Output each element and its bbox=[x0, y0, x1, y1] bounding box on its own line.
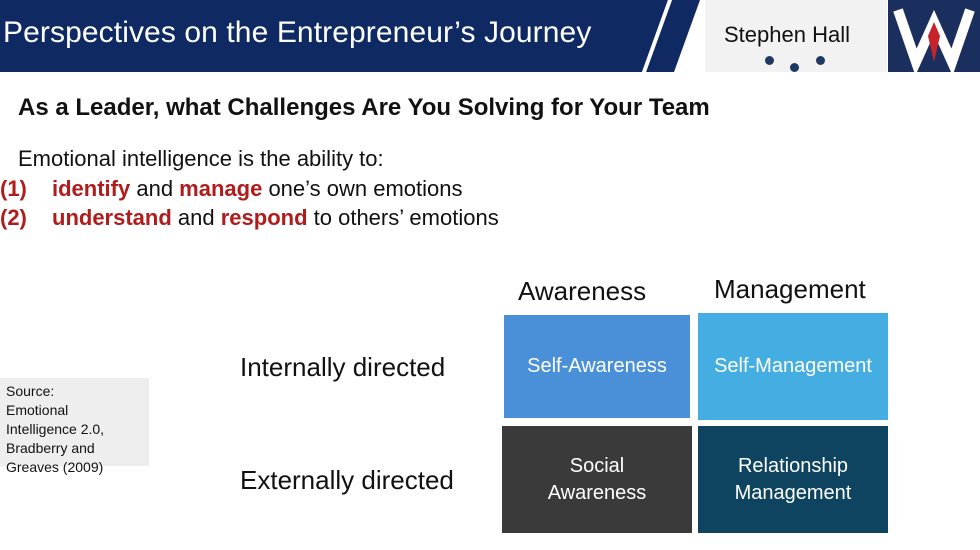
list-number: (1) bbox=[0, 176, 27, 201]
source-line: Bradberry and bbox=[6, 440, 95, 456]
logo-w-mark bbox=[893, 8, 975, 76]
list-item: (1) identify and manage one’s own emotion… bbox=[0, 176, 463, 202]
decor-dot bbox=[790, 63, 799, 72]
source-note: Source: Emotional Intelligence 2.0, Brad… bbox=[0, 378, 149, 475]
logo bbox=[888, 0, 980, 76]
cell-label-line2: Awareness bbox=[547, 481, 647, 504]
decor-dot bbox=[765, 56, 774, 65]
cell-label-line1: Relationship bbox=[737, 454, 849, 477]
intro-text: Emotional intelligence is the ability to… bbox=[18, 146, 384, 171]
highlight-word: manage bbox=[179, 176, 263, 201]
source-line: Source: bbox=[6, 383, 55, 399]
author-box bbox=[705, 0, 887, 72]
connector-text: and bbox=[130, 176, 180, 201]
list-number: (2) bbox=[0, 205, 27, 230]
highlight-word: understand bbox=[52, 205, 172, 230]
item-tail-text: to others’ emotions bbox=[307, 205, 499, 230]
column-header-management: Management bbox=[714, 274, 866, 304]
highlight-word: identify bbox=[52, 176, 131, 201]
cell-label: Self-Management bbox=[714, 355, 872, 377]
slide-subtitle: As a Leader, what Challenges Are You Sol… bbox=[18, 94, 710, 121]
author-name: Stephen Hall bbox=[724, 22, 850, 47]
cell-self-management: Self-Management bbox=[698, 313, 888, 420]
cell-label: Self-Awareness bbox=[527, 355, 667, 377]
cell-label-line1: Social bbox=[569, 454, 625, 477]
source-line: Emotional bbox=[6, 402, 69, 418]
cell-self-awareness: Self-Awareness bbox=[502, 313, 692, 420]
row-header-internal: Internally directed bbox=[240, 352, 446, 382]
source-line: Intelligence 2.0, bbox=[6, 421, 105, 437]
list-item: (2) understand and respond to others’ emo… bbox=[0, 205, 499, 231]
column-header-awareness: Awareness bbox=[518, 276, 647, 306]
header-title: Perspectives on the Entrepreneur’s Journ… bbox=[3, 16, 592, 49]
header-bar bbox=[0, 0, 700, 72]
cell-label-line2: Management bbox=[734, 481, 852, 504]
highlight-word: respond bbox=[220, 205, 308, 230]
connector-text: and bbox=[171, 205, 221, 230]
decor-dot bbox=[816, 56, 825, 65]
item-tail-text: one’s own emotions bbox=[262, 176, 463, 201]
source-line: Greaves (2009) bbox=[6, 459, 104, 475]
row-header-external: Externally directed bbox=[240, 465, 454, 495]
